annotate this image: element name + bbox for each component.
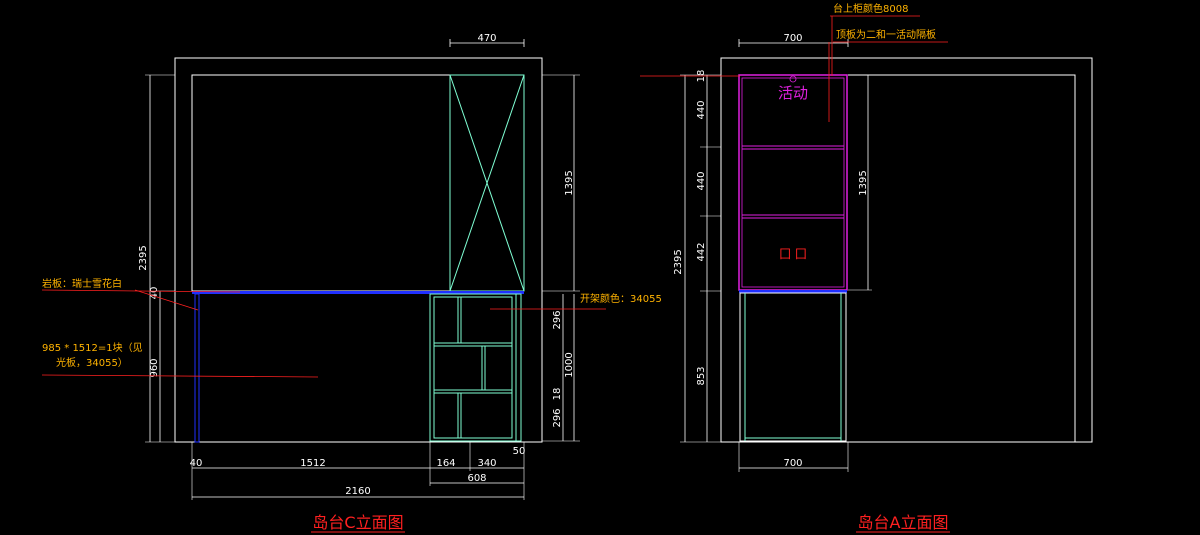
upper-cabinet-inner-a: [741, 77, 845, 288]
dim-right-1395: 1395: [858, 170, 869, 195]
dim-left-853: 853: [696, 366, 707, 385]
title-a: 岛台A立面图: [858, 513, 949, 532]
label-marker: 囗 囗: [779, 247, 807, 261]
dim-right-1000: 1000: [564, 352, 575, 377]
dim-left-2395: 2395: [138, 245, 149, 270]
open-shelf-c: [429, 293, 517, 442]
dim-left-40: 40: [149, 287, 160, 300]
dim-right-18: 18: [552, 388, 563, 401]
right-leg-c: [515, 293, 522, 442]
note-cabinet-color: 台上柜颜色8008: [833, 2, 908, 15]
note-top-panel: 顶板为二和一活动隔板: [836, 28, 936, 41]
leader-line: [134, 289, 199, 311]
leader-line: [41, 374, 319, 378]
dim-bottom-2160: 2160: [345, 486, 370, 497]
outer-frame-a: [720, 57, 1093, 443]
dim-bottom-700: 700: [783, 458, 802, 469]
dim-top-700: 700: [783, 33, 802, 44]
drawing-a: 活动 囗 囗 700 700 18 440 440 442 2395 853: [640, 2, 1093, 533]
dim-left-440b: 440: [696, 171, 707, 190]
dim-top-470: 470: [477, 33, 496, 44]
outer-frame-c: [174, 57, 543, 443]
left-leg-c: [194, 293, 200, 443]
dim-right-296a: 296: [552, 310, 563, 329]
leader-line: [41, 289, 241, 293]
dim-bottom-164: 164: [436, 458, 455, 469]
dim-bottom-1512: 1512: [300, 458, 325, 469]
inner-wall-a: [848, 74, 1076, 442]
lower-cabinet-a: [739, 292, 847, 442]
countertop-c: [192, 291, 524, 294]
label-movable: 活动: [778, 84, 808, 102]
note-stone: 岩板：瑞士雪花白: [42, 277, 122, 290]
dim-bottom-608: 608: [467, 473, 486, 484]
dim-right-296b: 296: [552, 408, 563, 427]
note-shelf-color: 开架颜色：34055: [580, 292, 662, 305]
note-panel-line1: 985 * 1512=1块（见: [42, 342, 143, 354]
dim-left-442: 442: [696, 242, 707, 261]
dim-bottom-40: 40: [190, 458, 203, 469]
cabinet-cross-line: [449, 74, 525, 292]
dim-bottom-340: 340: [477, 458, 496, 469]
open-shelf-inner-c: [433, 296, 513, 439]
title-c: 岛台C立面图: [312, 513, 403, 532]
countertop-a: [739, 290, 847, 293]
dim-right-1395: 1395: [564, 170, 575, 195]
drawing-c: 470 2395 40 960 1395 1000 296 18 296 40 …: [41, 33, 662, 533]
dim-left-2395: 2395: [673, 249, 684, 274]
movable-marker-icon: [789, 75, 797, 83]
dim-left-440a: 440: [696, 100, 707, 119]
upper-opening-c: [191, 74, 525, 292]
dim-bottom-50: 50: [513, 446, 526, 457]
dim-left-960: 960: [149, 358, 160, 377]
note-panel-line2: 光板，34055）: [56, 356, 128, 369]
